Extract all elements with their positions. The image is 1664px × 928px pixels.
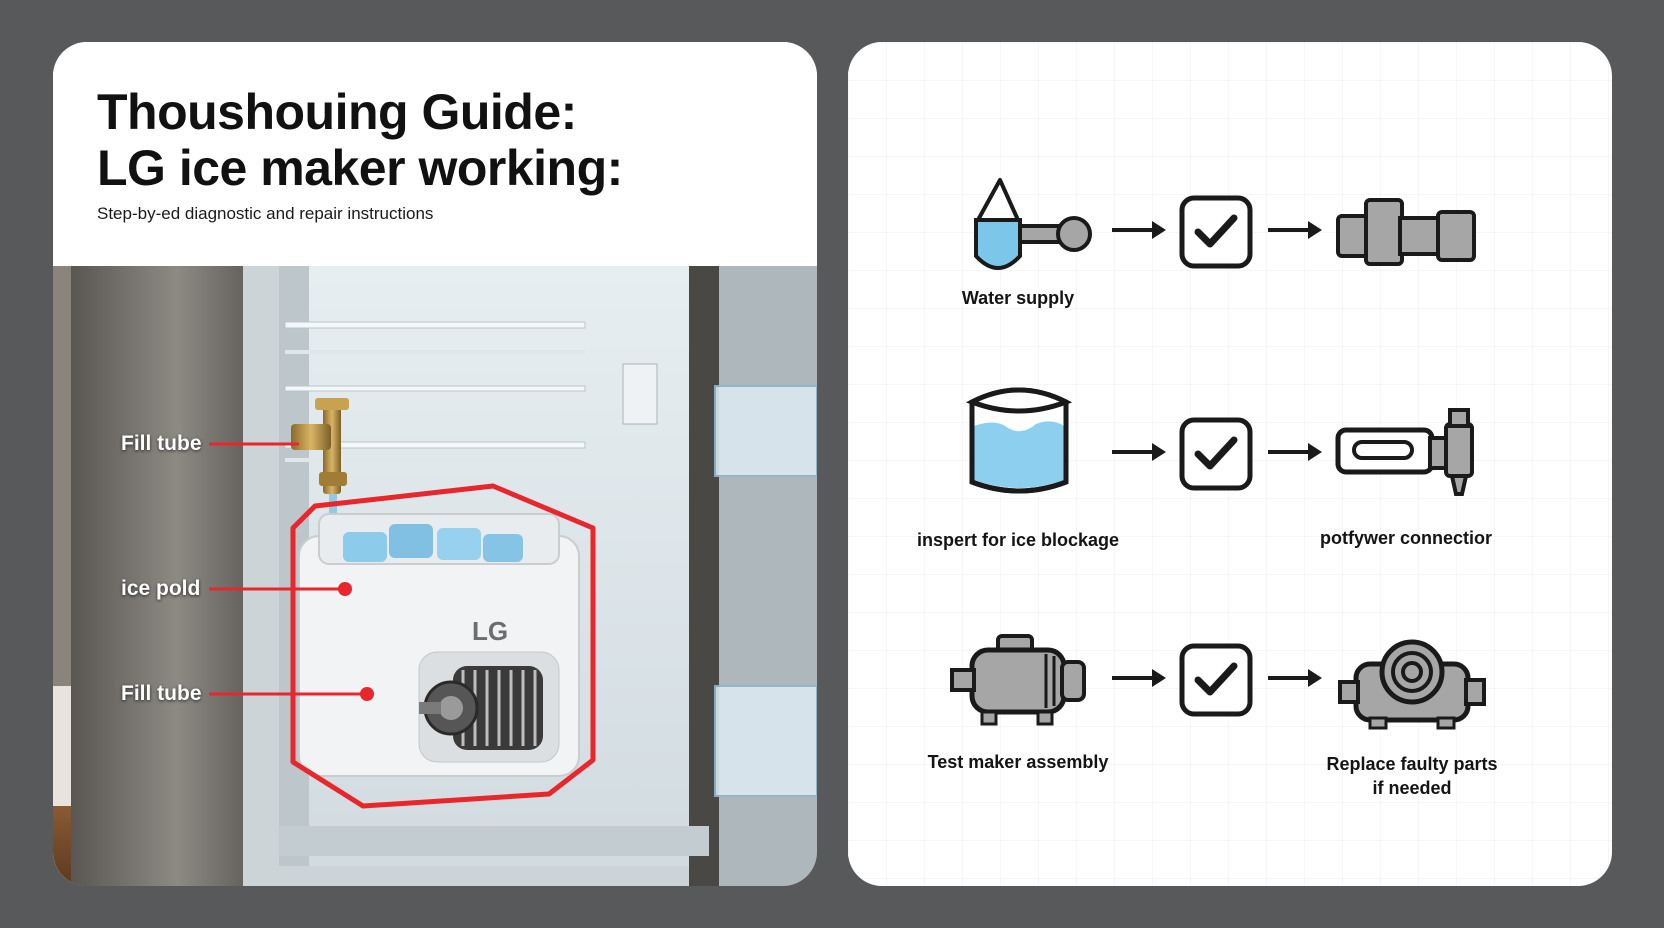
checkmark-box-icon xyxy=(1179,417,1253,491)
callout-label-ice-pold: ice pold xyxy=(121,577,201,600)
checkmark-box-icon xyxy=(1179,643,1253,717)
callout-label-fill-tube-bottom: Fill tube xyxy=(121,682,202,705)
callout-dot-ice-pold xyxy=(338,582,352,596)
brass-valve xyxy=(291,398,349,494)
pipe-fitting-icon xyxy=(1336,198,1476,266)
highlight-outline xyxy=(290,483,596,809)
title-area: Thoushouing Guide: LG ice maker working:… xyxy=(53,42,817,266)
step-label-inspect-ice-blockage: inspert for ice blockage xyxy=(916,530,1120,550)
ice-maker-unit: LG xyxy=(298,513,580,777)
arrow-right-icon xyxy=(1112,443,1166,461)
arrow-right-icon xyxy=(1268,669,1322,687)
replace-parts-line-1: Replace faulty parts xyxy=(1326,754,1498,774)
step-label-test-maker-assembly: Test maker assembly xyxy=(927,752,1109,772)
step-label-water-supply: Water supply xyxy=(961,288,1075,308)
checkmark-box-icon xyxy=(1179,195,1253,269)
arrow-right-icon xyxy=(1112,669,1166,687)
water-supply-icon xyxy=(974,178,1092,270)
arrow-right-icon xyxy=(1268,443,1322,461)
guide-subtitle: Step-by-ed diagnostic and repair instruc… xyxy=(97,204,434,223)
refrigerator-photo: LG xyxy=(53,266,817,886)
replacement-part-icon xyxy=(1338,639,1486,730)
callout-dot-fill-tube-bottom xyxy=(360,687,374,701)
step-label-connector: potfywer connectior xyxy=(1319,528,1493,548)
title-line-2: LG ice maker working: xyxy=(97,140,623,196)
guide-title: Thoushouing Guide: LG ice maker working: xyxy=(97,84,623,196)
left-panel: Thoushouing Guide: LG ice maker working:… xyxy=(53,42,817,886)
motor-assembly-icon xyxy=(950,634,1086,726)
right-panel: Water supply inspert for ice blockage po… xyxy=(848,42,1612,886)
replace-parts-line-2: if needed xyxy=(1372,778,1452,798)
callout-label-fill-tube-top: Fill tube xyxy=(121,432,202,455)
arrow-right-icon xyxy=(1268,221,1322,239)
valve-connector-icon xyxy=(1335,408,1474,496)
motor xyxy=(419,666,543,750)
step-label-replace-parts: Replace faulty parts if needed xyxy=(1292,752,1532,800)
arrow-right-icon xyxy=(1112,221,1166,239)
title-line-1: Thoushouing Guide: xyxy=(97,84,577,140)
ice-bucket-icon xyxy=(965,387,1073,494)
ice-maker-brand: LG xyxy=(472,616,508,646)
